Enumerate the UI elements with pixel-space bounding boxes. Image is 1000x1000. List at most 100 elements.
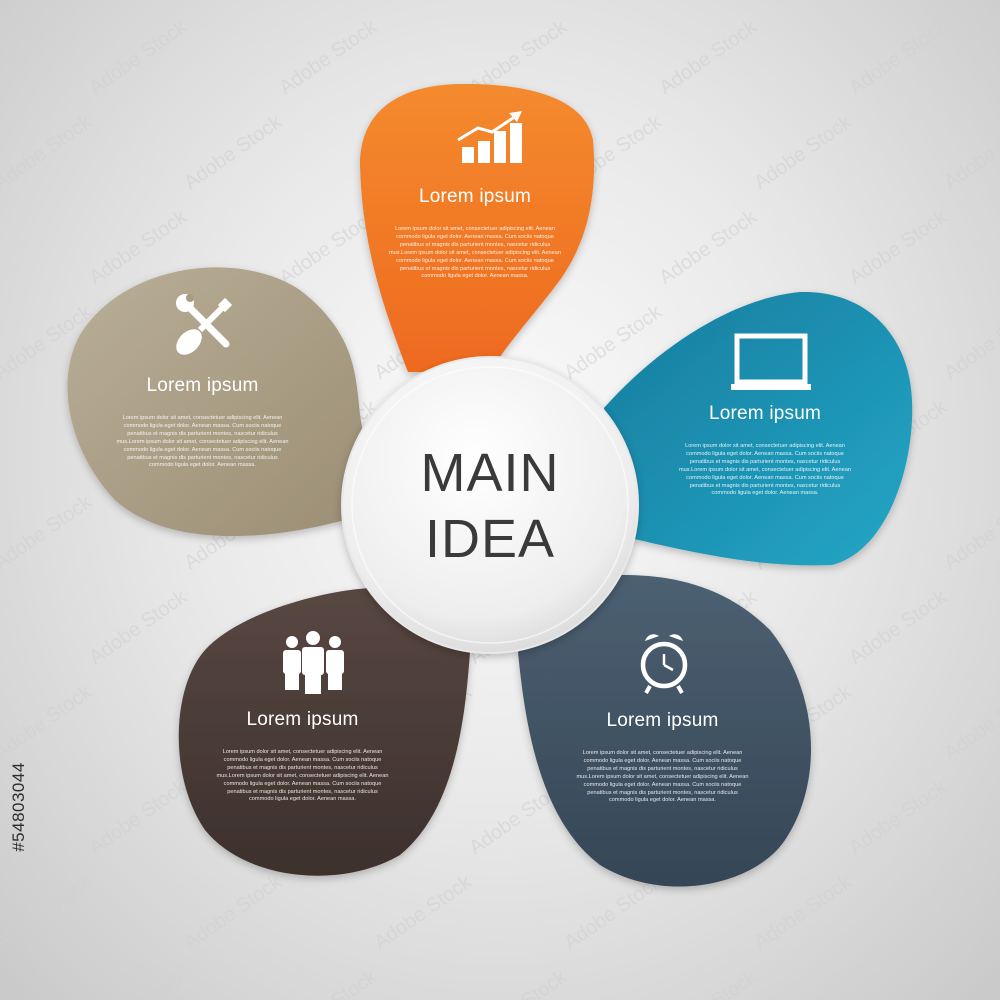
body-text-line: penatibus et magnis dis parturient monte… <box>127 454 278 461</box>
watermark-id: #54803044 <box>4 742 34 872</box>
watermark-text: Adobe Stock <box>560 0 666 4</box>
watermark-text: Adobe Stock <box>750 0 856 4</box>
body-text-line: commodo ligula eget dolor. Aenean massa.… <box>223 756 382 763</box>
petal-left-content: Lorem ipsum Lorem ipsum dolor sit amet, … <box>100 365 305 470</box>
body-text-line: commodo ligula eget dolor. Aenean massa. <box>421 273 529 280</box>
tools-icon <box>176 294 233 355</box>
laptop-icon <box>731 333 811 390</box>
watermark-text: Adobe Stock <box>845 585 951 669</box>
growth-chart-icon <box>457 111 522 163</box>
watermark-text: Adobe Stock <box>940 300 1000 384</box>
watermark-text: Adobe Stock <box>940 870 1000 954</box>
watermark-text: Adobe Stock <box>845 15 951 99</box>
petal-top-shape[interactable] <box>360 83 595 373</box>
body-text-line: commodo ligula eget dolor. Aenean massa.… <box>223 780 382 787</box>
body-text-line: commodo ligula eget dolor. Aenean massa.… <box>686 450 844 457</box>
watermark-text: Adobe Stock <box>85 585 191 669</box>
watermark-text: Adobe Stock <box>275 15 381 99</box>
body-text-line: commodo ligula eget dolor. Aenean massa.… <box>123 446 282 453</box>
main-idea-line2: IDEA <box>424 509 556 569</box>
watermark-text: Adobe Stock <box>845 205 951 289</box>
petal-right-content: Lorem ipsum Lorem ipsum dolor sit amet, … <box>665 393 865 498</box>
body-text-line: mus.Lorem ipsum dolor sit amet, consecte… <box>116 438 289 445</box>
body-text-line: mus.Lorem ipsum dolor sit amet, consecte… <box>389 249 561 256</box>
watermark-text: Adobe Stock <box>0 490 97 574</box>
watermark-text: Adobe Stock <box>655 15 761 99</box>
body-text-line: commodo ligula eget dolor. Aenean massa.… <box>123 422 282 429</box>
body-text-line: commodo ligula eget dolor. Aenean massa.… <box>396 257 554 264</box>
body-text-line: Lorem ipsum dolor sit amet, consectetuer… <box>122 415 283 421</box>
body-text-line: penatibus et magnis dis parturient monte… <box>399 265 551 272</box>
body-text-line: commodo ligula eget dolor. Aenean massa. <box>149 462 256 469</box>
watermark-text: Adobe Stock <box>180 110 286 194</box>
watermark-text: Adobe Stock <box>85 15 191 99</box>
body-text-line: Lorem ipsum dolor sit amet, consectetuer… <box>685 443 845 449</box>
petal-bottom-right-title: Lorem ipsum <box>606 710 719 731</box>
main-idea-circle[interactable] <box>341 356 639 654</box>
petal-bottom-left-title: Lorem ipsum <box>246 709 359 730</box>
petal-top-title: Lorem ipsum <box>418 186 532 207</box>
body-text-line: mus.Lorem ipsum dolor sit amet, consecte… <box>576 773 749 780</box>
body-text-line: penatibus et magnis dis parturient monte… <box>127 430 278 437</box>
body-text-line: Lorem ipsum dolor sit amet, consectetuer… <box>395 226 555 232</box>
watermark-text: Adobe Stock <box>940 680 1000 764</box>
petal-left-title: Lorem ipsum <box>146 375 259 396</box>
body-text-line: commodo ligula eget dolor. Aenean massa.… <box>396 233 554 240</box>
watermark-text: Adobe Stock <box>0 205 2 289</box>
body-text-line: penatibus et magnis dis parturient monte… <box>399 241 551 248</box>
petal-bottom-left-body: Lorem ipsum dolor sit amet, consectetuer… <box>200 749 405 804</box>
watermark-text: Adobe Stock <box>0 585 2 669</box>
watermark-text: Adobe Stock <box>940 490 1000 574</box>
petal-left-body: Lorem ipsum dolor sit amet, consectetuer… <box>100 415 305 470</box>
body-text-line: commodo ligula eget dolor. Aenean massa. <box>711 490 819 497</box>
petal-top-content: Lorem ipsum Lorem ipsum dolor sit amet, … <box>370 176 580 281</box>
watermark-id-text: #54803044 <box>9 762 28 852</box>
petal-bottom-right-body: Lorem ipsum dolor sit amet, consectetuer… <box>560 750 765 805</box>
watermark-text: Adobe Stock <box>845 965 951 1000</box>
watermark-text: Adobe Stock <box>0 110 97 194</box>
alarm-clock-icon <box>640 634 688 694</box>
petal-left-shape[interactable] <box>67 267 373 537</box>
petal-top-body: Lorem ipsum dolor sit amet, consectetuer… <box>370 226 580 281</box>
watermark-text: Adobe Stock <box>0 775 2 859</box>
petal-bottom-right-shape[interactable] <box>518 575 812 887</box>
body-text-line: penatibus et magnis dis parturient monte… <box>227 764 378 771</box>
watermark-text: Adobe Stock <box>0 15 2 99</box>
main-idea-ring <box>351 366 629 644</box>
body-text-line: penatibus et magnis dis parturient monte… <box>689 482 841 489</box>
body-text-line: commodo ligula eget dolor. Aenean massa. <box>249 796 356 803</box>
watermark-text: Adobe Stock <box>0 395 2 479</box>
watermark-text: Adobe Stock <box>655 965 761 1000</box>
watermark-text: Adobe Stock <box>0 965 2 1000</box>
watermark-text: Adobe Stock <box>465 965 571 1000</box>
petal-right-shape[interactable] <box>604 291 913 566</box>
petal-right-body: Lorem ipsum dolor sit amet, consectetuer… <box>665 443 865 498</box>
watermark-text: Adobe Stock <box>845 775 951 859</box>
watermark-text: Adobe Stock <box>370 0 476 4</box>
watermark-text: Adobe Stock <box>655 205 761 289</box>
watermark-text: Adobe Stock <box>85 965 191 1000</box>
body-text-line: penatibus et magnis dis parturient monte… <box>689 458 841 465</box>
watermark-text: Adobe Stock <box>180 0 286 4</box>
main-idea-line1: MAIN <box>420 443 560 503</box>
watermark-text: Adobe Stock <box>940 110 1000 194</box>
watermark-text: Adobe Stock <box>0 870 97 954</box>
petal-bottom-right-content: Lorem ipsum Lorem ipsum dolor sit amet, … <box>560 700 765 805</box>
body-text-line: penatibus et magnis dis parturient monte… <box>227 788 378 795</box>
body-text-line: commodo ligula eget dolor. Aenean massa.… <box>583 781 742 788</box>
body-text-line: Lorem ipsum dolor sit amet, consectetuer… <box>582 750 743 756</box>
watermark-text: Adobe Stock <box>940 0 1000 4</box>
body-text-line: mus.Lorem ipsum dolor sit amet, consecte… <box>216 772 389 779</box>
body-text-line: commodo ligula eget dolor. Aenean massa.… <box>686 474 844 481</box>
watermark-text: Adobe Stock <box>370 870 476 954</box>
watermark-text: Adobe Stock <box>750 110 856 194</box>
watermark-text: Adobe Stock <box>750 870 856 954</box>
watermark-text: Adobe Stock <box>275 965 381 1000</box>
team-icon <box>283 631 344 694</box>
petal-bottom-left-shape[interactable] <box>178 588 470 876</box>
body-text-line: penatibus et magnis dis parturient monte… <box>587 765 738 772</box>
watermark-text: Adobe Stock <box>0 0 97 4</box>
petal-right-title: Lorem ipsum <box>708 403 822 424</box>
body-text-line: penatibus et magnis dis parturient monte… <box>587 789 738 796</box>
